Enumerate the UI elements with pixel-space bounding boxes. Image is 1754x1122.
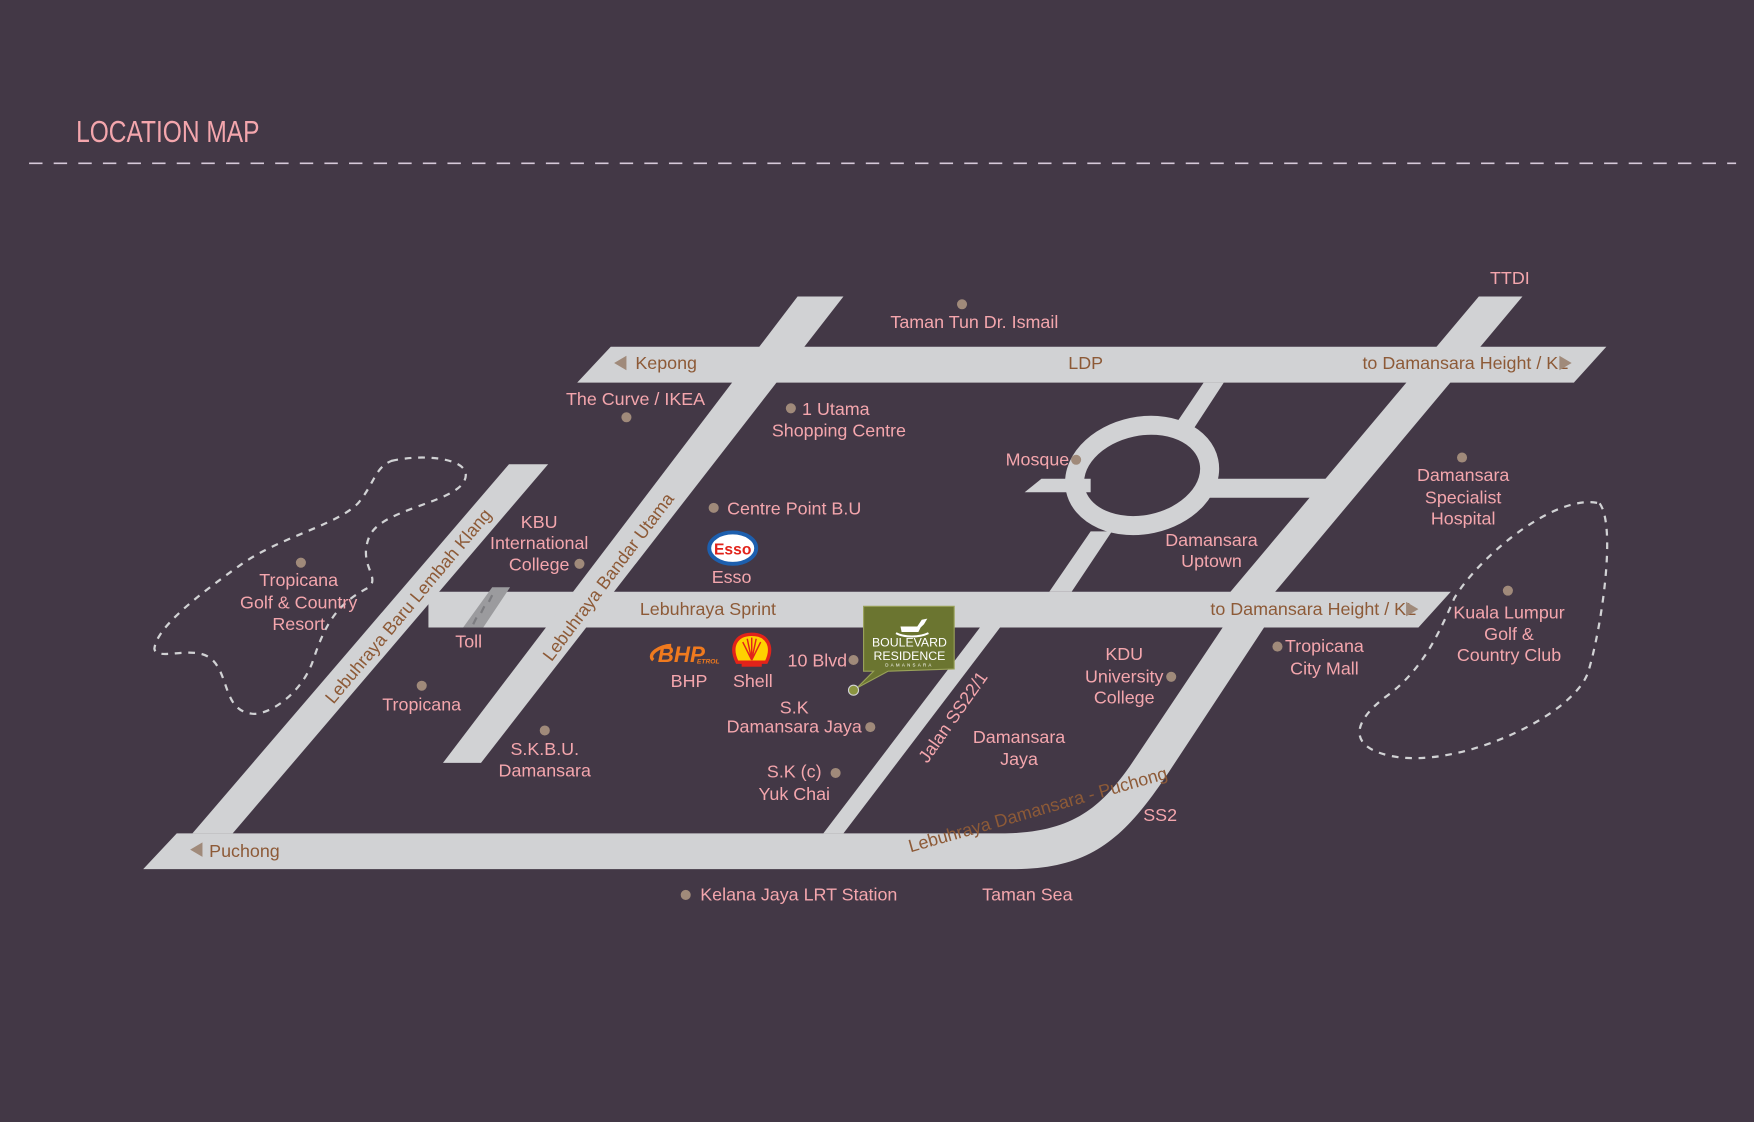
place-skbu-line2: Damansara xyxy=(499,760,591,780)
road-roundabout-east xyxy=(1196,478,1341,498)
road-ldp-puchong xyxy=(143,627,1265,870)
arrow-left-icon xyxy=(614,355,627,371)
marker-dot xyxy=(539,725,550,736)
klgcc-boundary xyxy=(1358,501,1609,760)
road-klang xyxy=(192,464,549,834)
place-skdj-line1: S.K xyxy=(780,698,809,718)
place-1utama-line1: 1 Utama xyxy=(802,399,870,419)
marker-dot xyxy=(1272,641,1283,652)
road-label-kepong: Kepong xyxy=(635,353,697,373)
toll-plaza-icon xyxy=(463,587,511,628)
place-taman-sea: Taman Sea xyxy=(982,885,1072,905)
place-taman-tun: Taman Tun Dr. Ismail xyxy=(890,312,1058,332)
place-bhp: BHP xyxy=(671,671,708,691)
place-klgcc-line3: Country Club xyxy=(1457,645,1561,665)
place-esso: Esso xyxy=(712,567,752,587)
place-skdj-line2: Damansara Jaya xyxy=(727,717,862,737)
place-tropicana: Tropicana xyxy=(382,694,461,714)
marker-dot xyxy=(708,502,719,513)
place-dsh-line1: Damansara xyxy=(1417,465,1509,485)
place-10-blvd: 10 Blvd xyxy=(788,651,848,671)
marker-dot xyxy=(1071,454,1082,465)
place-uptown-line1: Damansara xyxy=(1165,530,1257,550)
marker-dot xyxy=(865,722,876,733)
place-kbu-line1: KBU xyxy=(521,512,558,532)
place-tgcr-line3: Resort xyxy=(272,614,325,634)
bhp-logo-text: BHP xyxy=(658,642,705,667)
place-tgcr-line2: Golf & Country xyxy=(240,593,357,613)
marker-dot xyxy=(1457,452,1468,463)
marker-dot xyxy=(785,403,796,414)
marker-dot xyxy=(574,558,585,569)
place-tcm-line2: City Mall xyxy=(1290,659,1359,679)
rocking-horse-icon xyxy=(895,618,929,638)
marker-dot xyxy=(1502,585,1513,596)
road-ldp xyxy=(577,346,1607,383)
bhp-logo-subtext: ETROL xyxy=(697,658,720,665)
place-shell: Shell xyxy=(733,671,773,691)
road-label-sprint-east: to Damansara Height / KL xyxy=(1210,599,1416,619)
place-tcm-line1: Tropicana xyxy=(1285,636,1364,656)
arrow-left-icon xyxy=(190,842,203,857)
site-marker-dot xyxy=(847,684,860,696)
road-network xyxy=(143,296,1607,870)
place-tgcr-line1: Tropicana xyxy=(259,570,338,590)
marker-dot xyxy=(830,767,841,779)
place-kelana-jaya: Kelana Jaya LRT Station xyxy=(700,885,897,905)
road-roundabout-north xyxy=(1168,382,1224,435)
place-yukchai-line2: Yuk Chai xyxy=(758,784,830,804)
road-label-ldp: LDP xyxy=(1068,353,1103,373)
arrow-right-icon xyxy=(1559,355,1572,371)
place-centre-point: Centre Point B.U xyxy=(727,499,861,519)
esso-logo-text: Esso xyxy=(714,541,751,558)
marker-dot xyxy=(680,889,691,900)
arrow-right-icon xyxy=(1406,601,1419,617)
place-skbu-line1: S.K.B.U. xyxy=(510,739,579,759)
marker-dot xyxy=(956,299,968,310)
marker-dot xyxy=(621,412,632,423)
road-label-puchong: Puchong xyxy=(209,841,280,861)
place-klgcc-line2: Golf & xyxy=(1484,624,1534,644)
brand-line1: BOULEVARD xyxy=(872,636,947,650)
place-toll: Toll xyxy=(455,632,482,652)
marker-dot xyxy=(416,680,427,691)
place-klgcc-line1: Kuala Lumpur xyxy=(1453,603,1564,623)
place-ss2: SS2 xyxy=(1143,805,1177,825)
roundabout xyxy=(1065,415,1220,536)
place-kbu-line3: College xyxy=(509,555,570,575)
toll-plaza-steps xyxy=(472,594,494,625)
place-dsh-line3: Hospital xyxy=(1431,509,1496,529)
marker-dot xyxy=(848,654,859,666)
place-kbu-line2: International xyxy=(490,533,588,553)
place-kdu-line2: University xyxy=(1085,666,1164,686)
road-ss22 xyxy=(823,627,1001,834)
road-ttdi xyxy=(1222,296,1523,628)
tropicana-golf-boundary xyxy=(153,456,467,715)
marker-dot xyxy=(1166,671,1177,682)
road-label-ldp-east: to Damansara Height / KL xyxy=(1362,353,1568,373)
place-yukchai-line1: S.K (c) xyxy=(767,761,822,781)
place-the-curve: The Curve / IKEA xyxy=(566,389,705,409)
place-dj-line1: Damansara xyxy=(973,727,1065,747)
shell-logo xyxy=(732,632,772,667)
place-kdu-line1: KDU xyxy=(1105,644,1143,664)
place-ttdi: TTDI xyxy=(1490,268,1530,288)
place-1utama-line2: Shopping Centre xyxy=(772,420,906,440)
road-roundabout-south xyxy=(1049,531,1112,592)
place-mosque: Mosque xyxy=(1006,449,1070,469)
bhp-logo: BHP ETROL xyxy=(649,642,720,667)
place-uptown-line2: Uptown xyxy=(1181,551,1242,571)
place-kdu-line3: College xyxy=(1094,688,1155,708)
brand-line3: DAMANSARA xyxy=(885,663,933,668)
place-dsh-line2: Specialist xyxy=(1425,487,1502,507)
marker-dot xyxy=(295,557,306,568)
esso-logo: Esso xyxy=(707,530,759,566)
road-label-sprint: Lebuhraya Sprint xyxy=(640,599,776,619)
brand-line2: RESIDENCE xyxy=(874,649,946,663)
boulevard-residence-marker: BOULEVARD RESIDENCE DAMANSARA xyxy=(847,605,955,696)
page-title: LOCATION MAP xyxy=(76,116,259,149)
road-bandar-utama xyxy=(442,296,844,763)
place-dj-line2: Jaya xyxy=(1000,749,1038,769)
